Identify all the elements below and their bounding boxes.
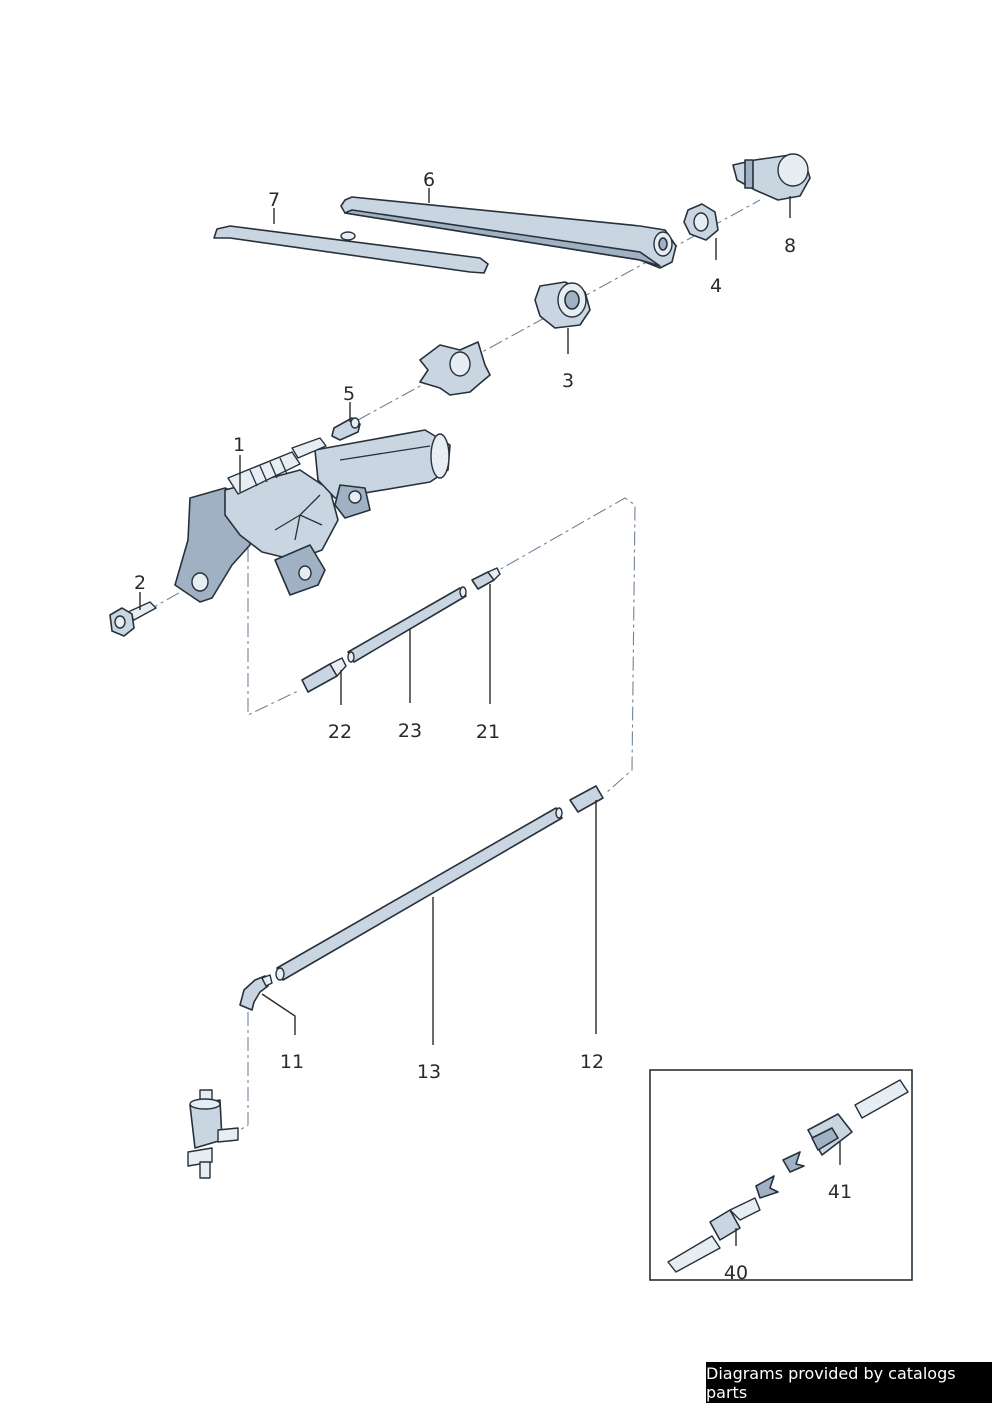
label-part-22: 22	[328, 721, 352, 743]
label-part-11: 11	[280, 1051, 304, 1073]
cover-cap[interactable]	[732, 153, 811, 201]
hex-bolt[interactable]	[109, 601, 157, 637]
inset-connector-40[interactable]	[667, 1175, 779, 1273]
long-hose[interactable]	[275, 807, 563, 981]
wiper-blade[interactable]	[213, 225, 489, 274]
wiper-arm[interactable]	[340, 196, 677, 269]
label-part-7: 7	[268, 189, 280, 211]
label-part-12: 12	[580, 1051, 604, 1073]
label-part-8: 8	[784, 235, 796, 257]
hose-connector-12[interactable]	[569, 785, 604, 813]
label-part-13: 13	[417, 1061, 441, 1083]
label-part-40: 40	[724, 1262, 748, 1284]
bushing[interactable]	[534, 281, 591, 329]
wiper-motor[interactable]	[174, 429, 451, 603]
short-hose[interactable]	[347, 586, 467, 663]
label-part-2: 2	[134, 572, 146, 594]
leader-lines	[139, 188, 841, 1246]
label-part-1: 1	[233, 434, 245, 456]
label-part-41: 41	[828, 1181, 852, 1203]
rubber-seal[interactable]	[419, 341, 491, 396]
washer-pump[interactable]	[187, 1089, 239, 1179]
label-part-5: 5	[343, 383, 355, 405]
hex-nut[interactable]	[683, 203, 719, 241]
grommet-small[interactable]	[331, 417, 361, 441]
elbow-fitting[interactable]	[239, 974, 273, 1011]
label-part-6: 6	[423, 169, 435, 191]
check-valve-21[interactable]	[471, 567, 501, 590]
part-labels: 1 2 3 4 5 6 7 8 11 12 13 21 22 23 40 41	[134, 169, 852, 1284]
credit-badge: Diagrams provided by catalogs parts	[706, 1362, 992, 1403]
hose-connector-22[interactable]	[301, 657, 347, 693]
label-part-23: 23	[398, 720, 422, 742]
label-part-21: 21	[476, 721, 500, 743]
label-part-4: 4	[710, 275, 722, 297]
inset-connector-41[interactable]	[782, 1079, 909, 1173]
label-part-3: 3	[562, 370, 574, 392]
inset-detail	[649, 1069, 913, 1281]
assembly-axis-lines	[144, 199, 761, 1136]
